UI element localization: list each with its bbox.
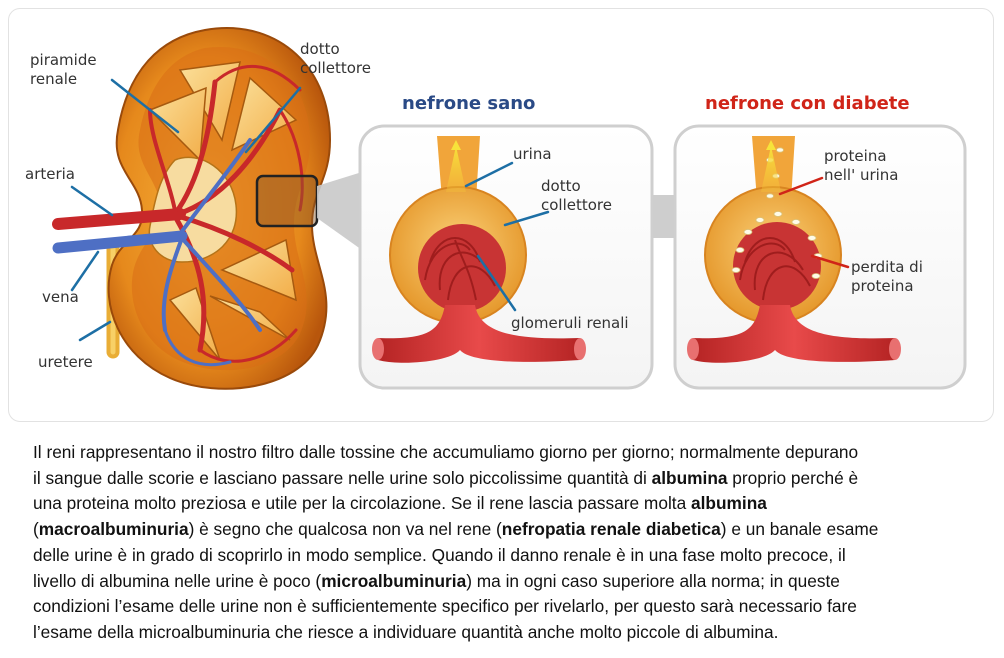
paragraph-line: condizioni l’esame delle urine non è suf… — [33, 594, 985, 620]
bold-term: albumina — [651, 467, 728, 488]
text-run: condizioni l’esame delle urine non è suf… — [33, 596, 857, 617]
explanatory-paragraph: Il reni rappresentano il nostro filtro d… — [33, 440, 985, 646]
text-run: ) e un banale esame — [720, 519, 879, 540]
paragraph-line: Il reni rappresentano il nostro filtro d… — [33, 440, 985, 466]
text-run: proprio perché è — [727, 467, 859, 488]
label-urina: urina — [513, 145, 552, 163]
bold-term: nefropatia renale diabetica — [501, 519, 721, 540]
text-run: ) ma in ogni caso superiore alla norma; … — [466, 570, 840, 591]
text-run: una proteina molto preziosa e utile per … — [33, 493, 691, 514]
paragraph-line: delle urine è in grado di scoprirlo in m… — [33, 543, 985, 569]
paragraph-line: il sangue dalle scorie e lasciano passar… — [33, 466, 985, 492]
title-nefrone-con-diabete: nefrone con diabete — [705, 93, 910, 114]
text-run: livello di albumina nelle urine è poco ( — [33, 570, 322, 591]
bold-term: albumina — [691, 493, 767, 514]
text-run: delle urine è in grado di scoprirlo in m… — [33, 544, 846, 565]
text-run: ) è segno che qualcosa non va nel rene ( — [188, 519, 502, 540]
title-nefrone-sano: nefrone sano — [402, 93, 536, 114]
paragraph-line: l’esame della microalbuminuria che riesc… — [33, 620, 985, 646]
label-arteria: arteria — [25, 165, 75, 183]
text-run: ( — [33, 519, 39, 540]
label-uretere: uretere — [38, 353, 93, 371]
bold-term: microalbuminuria — [321, 570, 467, 591]
bold-term: macroalbuminuria — [38, 519, 189, 540]
diabetic-nephron-panel — [673, 124, 967, 390]
label-vena: vena — [42, 288, 79, 306]
text-run: l’esame della microalbuminuria che riesc… — [33, 621, 779, 642]
paragraph-line: (macroalbuminuria) è segno che qualcosa … — [33, 517, 985, 543]
label-glomeruli-renali: glomeruli renali — [511, 314, 629, 332]
text-run: Il reni rappresentano il nostro filtro d… — [33, 442, 859, 462]
kidney-nephron-illustration — [52, 27, 967, 390]
text-run: il sangue dalle scorie e lasciano passar… — [33, 467, 652, 488]
paragraph-line: livello di albumina nelle urine è poco (… — [33, 569, 985, 595]
pointer-lines — [70, 78, 850, 342]
paragraph-line: una proteina molto preziosa e utile per … — [33, 491, 985, 517]
